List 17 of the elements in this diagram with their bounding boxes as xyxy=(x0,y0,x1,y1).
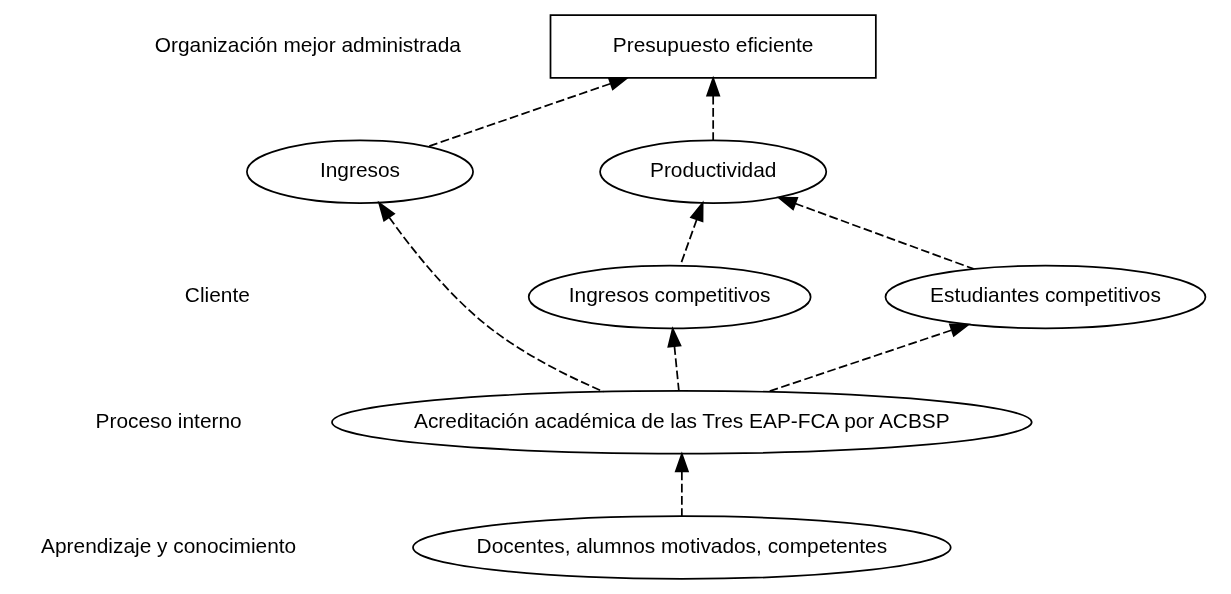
arrow xyxy=(776,196,975,270)
arrow xyxy=(377,200,605,393)
node-ellipse: Productividad xyxy=(599,139,828,204)
arrow xyxy=(427,76,630,148)
label: Cliente xyxy=(184,283,250,307)
arrow xyxy=(705,75,721,142)
node-ellipse: Docentes, alumnos motivados, competentes xyxy=(412,515,952,580)
label: Organización mejor administrada xyxy=(154,32,461,56)
node-box: Presupuesto eficiente xyxy=(549,14,877,79)
node-ellipse: Acreditación académica de las Tres EAP-FCA por ACBSP xyxy=(331,390,1033,455)
arrow xyxy=(674,451,690,517)
label: Proceso interno xyxy=(95,408,242,432)
arrow xyxy=(667,326,682,392)
node-ellipse: Ingresos xyxy=(246,139,474,204)
node-ellipse: Estudiantes competitivos xyxy=(884,264,1207,330)
label: Aprendizaje y conocimiento xyxy=(41,533,297,557)
node-ellipse: Ingresos competitivos xyxy=(527,264,812,330)
